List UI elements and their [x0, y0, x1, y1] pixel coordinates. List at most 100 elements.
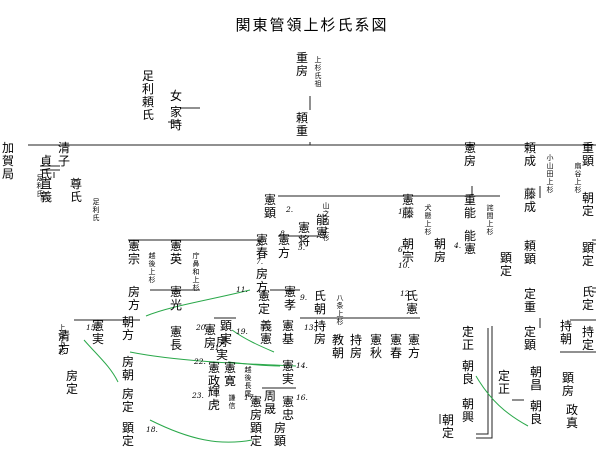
person-name: 房実 — [216, 334, 228, 362]
person-name: 憲藤 — [402, 192, 414, 220]
person-names: 重房頼重足利頼氏女家時加賀局貞氏清子直義尊氏憲房憲顕能憲憲将憲藤朝宗朝房重能能憲… — [2, 51, 594, 448]
person-name: 持房 — [350, 332, 362, 360]
person-name: 周晟 — [264, 389, 276, 416]
succession-number: 13. — [304, 323, 316, 332]
person-name: 房方 — [256, 266, 268, 294]
house-note: 越後長尾 — [245, 365, 252, 398]
person-name: 憲将 — [298, 220, 310, 248]
person-name: 憲方 — [278, 232, 290, 260]
person-name: 貞氏 — [40, 154, 52, 181]
house-note: 上条上杉 — [59, 323, 66, 356]
house-note: 小山田上杉 — [547, 153, 554, 194]
person-name: 朝房 — [434, 237, 446, 264]
house-note: 山之内上杉 — [323, 201, 330, 242]
person-name: 清方 — [58, 329, 70, 356]
person-name: 憲房 — [250, 394, 262, 422]
person-name: 能憲 — [464, 229, 476, 256]
succession-number: 17. — [244, 393, 256, 402]
person-name: 尊氏 — [70, 176, 82, 204]
person-name: 憲基 — [282, 318, 294, 346]
person-name: 能憲 — [316, 213, 328, 240]
house-note: 扇谷上杉 — [575, 161, 582, 194]
house-note: 詫間上杉 — [487, 203, 494, 236]
person-name: 持朝 — [560, 318, 572, 346]
person-name: 重能 — [464, 193, 476, 220]
succession-number: 6. — [398, 245, 405, 254]
house-notes: 上杉氏祖足利氏足利氏山之内上杉犬懸上杉詫間上杉小山田上杉扇谷上杉越後上杉庁鼻和上… — [37, 55, 582, 410]
person-name: 定正 — [498, 368, 510, 396]
chart-title: 関東管領上杉氏系図 — [235, 16, 388, 34]
person-name: 朝定 — [442, 413, 454, 440]
house-note: 八条上杉 — [337, 294, 344, 326]
person-name: 憲英 — [170, 238, 182, 266]
person-name: 氏憲 — [406, 289, 418, 316]
person-name: 教朝 — [332, 332, 344, 360]
person-name: 定正 — [462, 324, 474, 352]
succession-number: 19. — [236, 327, 248, 336]
person-name: 憲光 — [170, 284, 182, 312]
person-name: 憲寛 — [224, 360, 236, 388]
person-name: 家時 — [170, 104, 182, 132]
person-name: 藤成 — [524, 187, 536, 214]
person-name: 頼成 — [524, 141, 536, 168]
house-note: 上杉氏祖 — [315, 55, 322, 88]
lineage-lines — [28, 96, 596, 439]
person-name: 房顕 — [274, 420, 286, 448]
succession-number: 18. — [146, 425, 158, 434]
person-name: 氏朝 — [314, 289, 326, 316]
person-name: 朝良 — [462, 359, 474, 386]
person-name: 憲顕 — [264, 192, 276, 220]
succession-number: 3. — [256, 239, 263, 248]
person-name: 足利頼氏 — [142, 69, 154, 122]
person-name: 頼顕 — [524, 239, 536, 266]
succession-number: 16. — [296, 393, 308, 402]
person-name: 房定 — [66, 368, 78, 396]
succession-number: 14. — [296, 361, 308, 370]
person-name: 憲実 — [92, 318, 104, 346]
succession-number: 7. — [256, 257, 263, 266]
person-name: 憲長 — [170, 324, 182, 352]
person-name: 顕定 — [122, 421, 134, 448]
succession-number: 15. — [86, 323, 98, 332]
person-name: 顕定 — [500, 251, 512, 278]
person-name: 定重 — [524, 286, 536, 314]
succession-number: 2. — [285, 205, 293, 214]
person-name: 重房 — [296, 51, 308, 78]
person-name: 憲定 — [258, 288, 270, 316]
succession-number: 11. — [236, 285, 248, 294]
person-name: 定顕 — [524, 324, 536, 352]
person-name: 朝昌 — [530, 365, 542, 392]
person-name: 朝良 — [530, 399, 542, 426]
person-name: 顕房 — [562, 371, 574, 398]
succession-number: 12. — [400, 289, 412, 298]
person-name: 女 — [170, 88, 182, 103]
person-name: 持房 — [314, 318, 326, 346]
person-name: 憲春 — [256, 232, 268, 260]
person-name: 清子 — [58, 141, 70, 168]
person-name: 房方 — [128, 284, 140, 312]
succession-number: 9. — [300, 293, 307, 302]
person-name: 顕実 — [220, 319, 232, 346]
adoption-arrows — [83, 289, 529, 443]
house-note: 犬懸上杉 — [425, 203, 432, 236]
person-name: 朝定 — [582, 191, 594, 218]
person-name: 憲方 — [408, 332, 420, 360]
person-name: 顕定 — [582, 241, 594, 268]
person-name: 直義 — [40, 177, 52, 204]
house-note: 謙信 — [229, 393, 236, 410]
person-name: 氏定 — [582, 285, 594, 312]
person-name: 義憲 — [260, 318, 272, 346]
house-note: 越後上杉 — [149, 251, 156, 284]
person-name: 憲宗 — [128, 238, 140, 266]
person-name: 憲房 — [464, 140, 476, 168]
person-name: 顕定 — [250, 421, 262, 448]
house-note: 足利氏 — [93, 198, 100, 222]
succession-numbers: 2.1.3.7.8.5.6.4.10.11.9.12.13.15.20.19.2… — [86, 205, 461, 434]
person-name: 頼重 — [296, 111, 308, 138]
succession-number: 4. — [453, 241, 461, 250]
succession-number: 22. — [193, 357, 206, 366]
person-name: 憲秋 — [370, 332, 382, 360]
succession-number: 21. — [209, 343, 222, 352]
person-name: 加賀局 — [2, 141, 14, 181]
